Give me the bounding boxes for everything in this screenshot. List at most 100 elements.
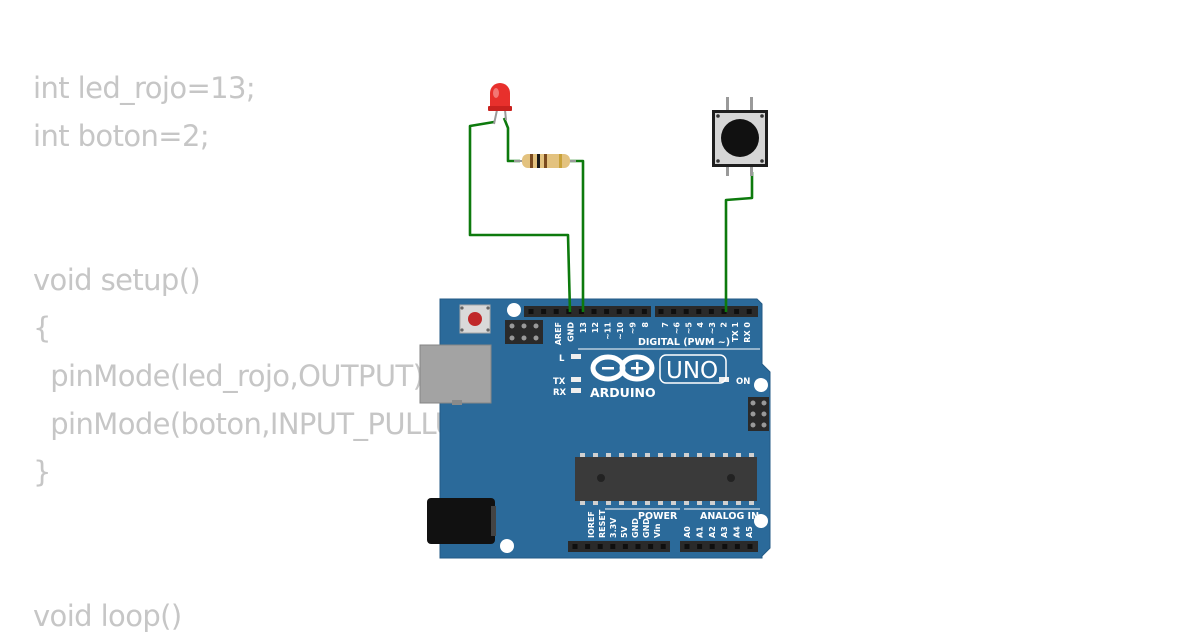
- digital-header-left: [524, 306, 651, 317]
- pin-socket[interactable]: [585, 544, 591, 549]
- pin-label: GND: [631, 518, 640, 538]
- code-line: pinMode(boton,INPUT_PULLUP);: [33, 407, 493, 441]
- pin-label: ~6: [673, 322, 682, 335]
- pin-label: 13: [579, 322, 588, 333]
- pin-sockets: [528, 309, 753, 549]
- reset-button[interactable]: [459, 304, 491, 334]
- pin-label: RESET: [598, 509, 607, 538]
- pin-label: ~10: [616, 322, 625, 340]
- led-on: [719, 377, 729, 382]
- pushbutton-icon[interactable]: [712, 97, 768, 176]
- wires: [468, 117, 754, 313]
- mounting-hole: [500, 539, 514, 553]
- pin-socket[interactable]: [671, 309, 677, 314]
- pin-label: ~3: [708, 322, 717, 334]
- pin-socket[interactable]: [660, 544, 666, 549]
- pin-label: TX 1: [731, 322, 740, 342]
- mounting-hole: [507, 303, 521, 317]
- digital-header-title: DIGITAL (PWM ~): [638, 337, 730, 348]
- pin-label: A0: [683, 526, 692, 538]
- pin-label: A2: [708, 526, 717, 538]
- pin-label: A4: [733, 526, 742, 538]
- pin-socket[interactable]: [629, 309, 635, 314]
- led-rx-label: RX: [553, 388, 567, 398]
- led-tx: [571, 377, 581, 382]
- pin-label: 7: [661, 322, 670, 328]
- analog-header: [680, 541, 758, 552]
- analog-header-title: ANALOG IN: [700, 511, 759, 522]
- pin-socket[interactable]: [658, 309, 664, 314]
- power-header-title: POWER: [638, 511, 678, 522]
- pin-socket[interactable]: [734, 309, 740, 314]
- wire-led-cathode-to-gnd: [468, 120, 572, 313]
- pin-socket[interactable]: [572, 544, 578, 549]
- icsp-header-right: [748, 397, 769, 431]
- code-line: int boton=2;: [33, 119, 210, 153]
- pin-socket[interactable]: [604, 309, 610, 314]
- pin-socket[interactable]: [722, 544, 728, 549]
- pin-socket[interactable]: [597, 544, 603, 549]
- wire-resistor-to-pin13: [570, 159, 585, 312]
- wire-led-anode-to-resistor: [502, 117, 520, 163]
- pin-socket[interactable]: [697, 544, 703, 549]
- pin-socket[interactable]: [610, 544, 616, 549]
- pin-label: 8: [641, 322, 650, 328]
- pin-socket[interactable]: [541, 309, 547, 314]
- pin-label: 4: [696, 322, 705, 328]
- pin-label: ~11: [604, 322, 613, 340]
- pin-socket[interactable]: [578, 309, 584, 314]
- usb-connector: [419, 344, 492, 405]
- pin-socket[interactable]: [708, 309, 714, 314]
- pin-socket[interactable]: [696, 309, 702, 314]
- pin-socket[interactable]: [616, 309, 622, 314]
- pin-label: GND: [566, 322, 575, 342]
- pin-socket[interactable]: [622, 544, 628, 549]
- wire-button-to-pin2: [724, 172, 754, 312]
- mounting-hole: [754, 514, 768, 528]
- pin-socket[interactable]: [591, 309, 597, 314]
- pin-socket[interactable]: [635, 544, 641, 549]
- code-line: }: [33, 455, 51, 489]
- red-led-icon[interactable]: [488, 83, 512, 125]
- pin-socket[interactable]: [709, 544, 715, 549]
- code-line: pinMode(led_rojo,OUTPUT);: [33, 359, 433, 393]
- pin-socket[interactable]: [721, 309, 727, 314]
- pin-label: A3: [720, 526, 729, 538]
- brand-name: ARDUINO: [590, 385, 656, 400]
- code-line: void setup(): [33, 263, 201, 297]
- code-line: int led_rojo=13;: [33, 71, 256, 105]
- icsp-header-usb: [505, 320, 543, 344]
- uno-badge: [659, 354, 727, 384]
- infinity-logo-icon: [590, 354, 655, 382]
- pin-socket[interactable]: [747, 544, 753, 549]
- pin-socket[interactable]: [641, 309, 647, 314]
- model-name: UNO: [666, 358, 718, 384]
- pin-label: 5V: [620, 525, 629, 538]
- mounting-hole: [754, 378, 768, 392]
- pin-socket[interactable]: [734, 544, 740, 549]
- pin-label: 12: [591, 322, 600, 333]
- pin-label: GND: [642, 518, 651, 538]
- code-editor: int led_rojo=13;int boton=2; void setup()…: [33, 64, 493, 640]
- pin-label: A1: [695, 526, 704, 538]
- resistor-icon[interactable]: [514, 154, 576, 168]
- power-header: [568, 541, 670, 552]
- pin-socket[interactable]: [648, 544, 654, 549]
- led-on-label: ON: [736, 377, 750, 387]
- pin-label: AREF: [554, 322, 563, 345]
- code-line: void loop(): [33, 599, 182, 633]
- atmega-chip: [575, 453, 757, 505]
- pin-label: A5: [745, 526, 754, 538]
- code-line: {: [33, 311, 51, 345]
- pin-label: ~5: [684, 322, 693, 335]
- pin-socket[interactable]: [746, 309, 752, 314]
- pin-socket[interactable]: [683, 309, 689, 314]
- pin-socket[interactable]: [684, 544, 690, 549]
- led-tx-label: TX: [553, 377, 566, 387]
- pin-socket[interactable]: [528, 309, 534, 314]
- digital-header-right: [655, 306, 758, 317]
- pin-socket[interactable]: [553, 309, 559, 314]
